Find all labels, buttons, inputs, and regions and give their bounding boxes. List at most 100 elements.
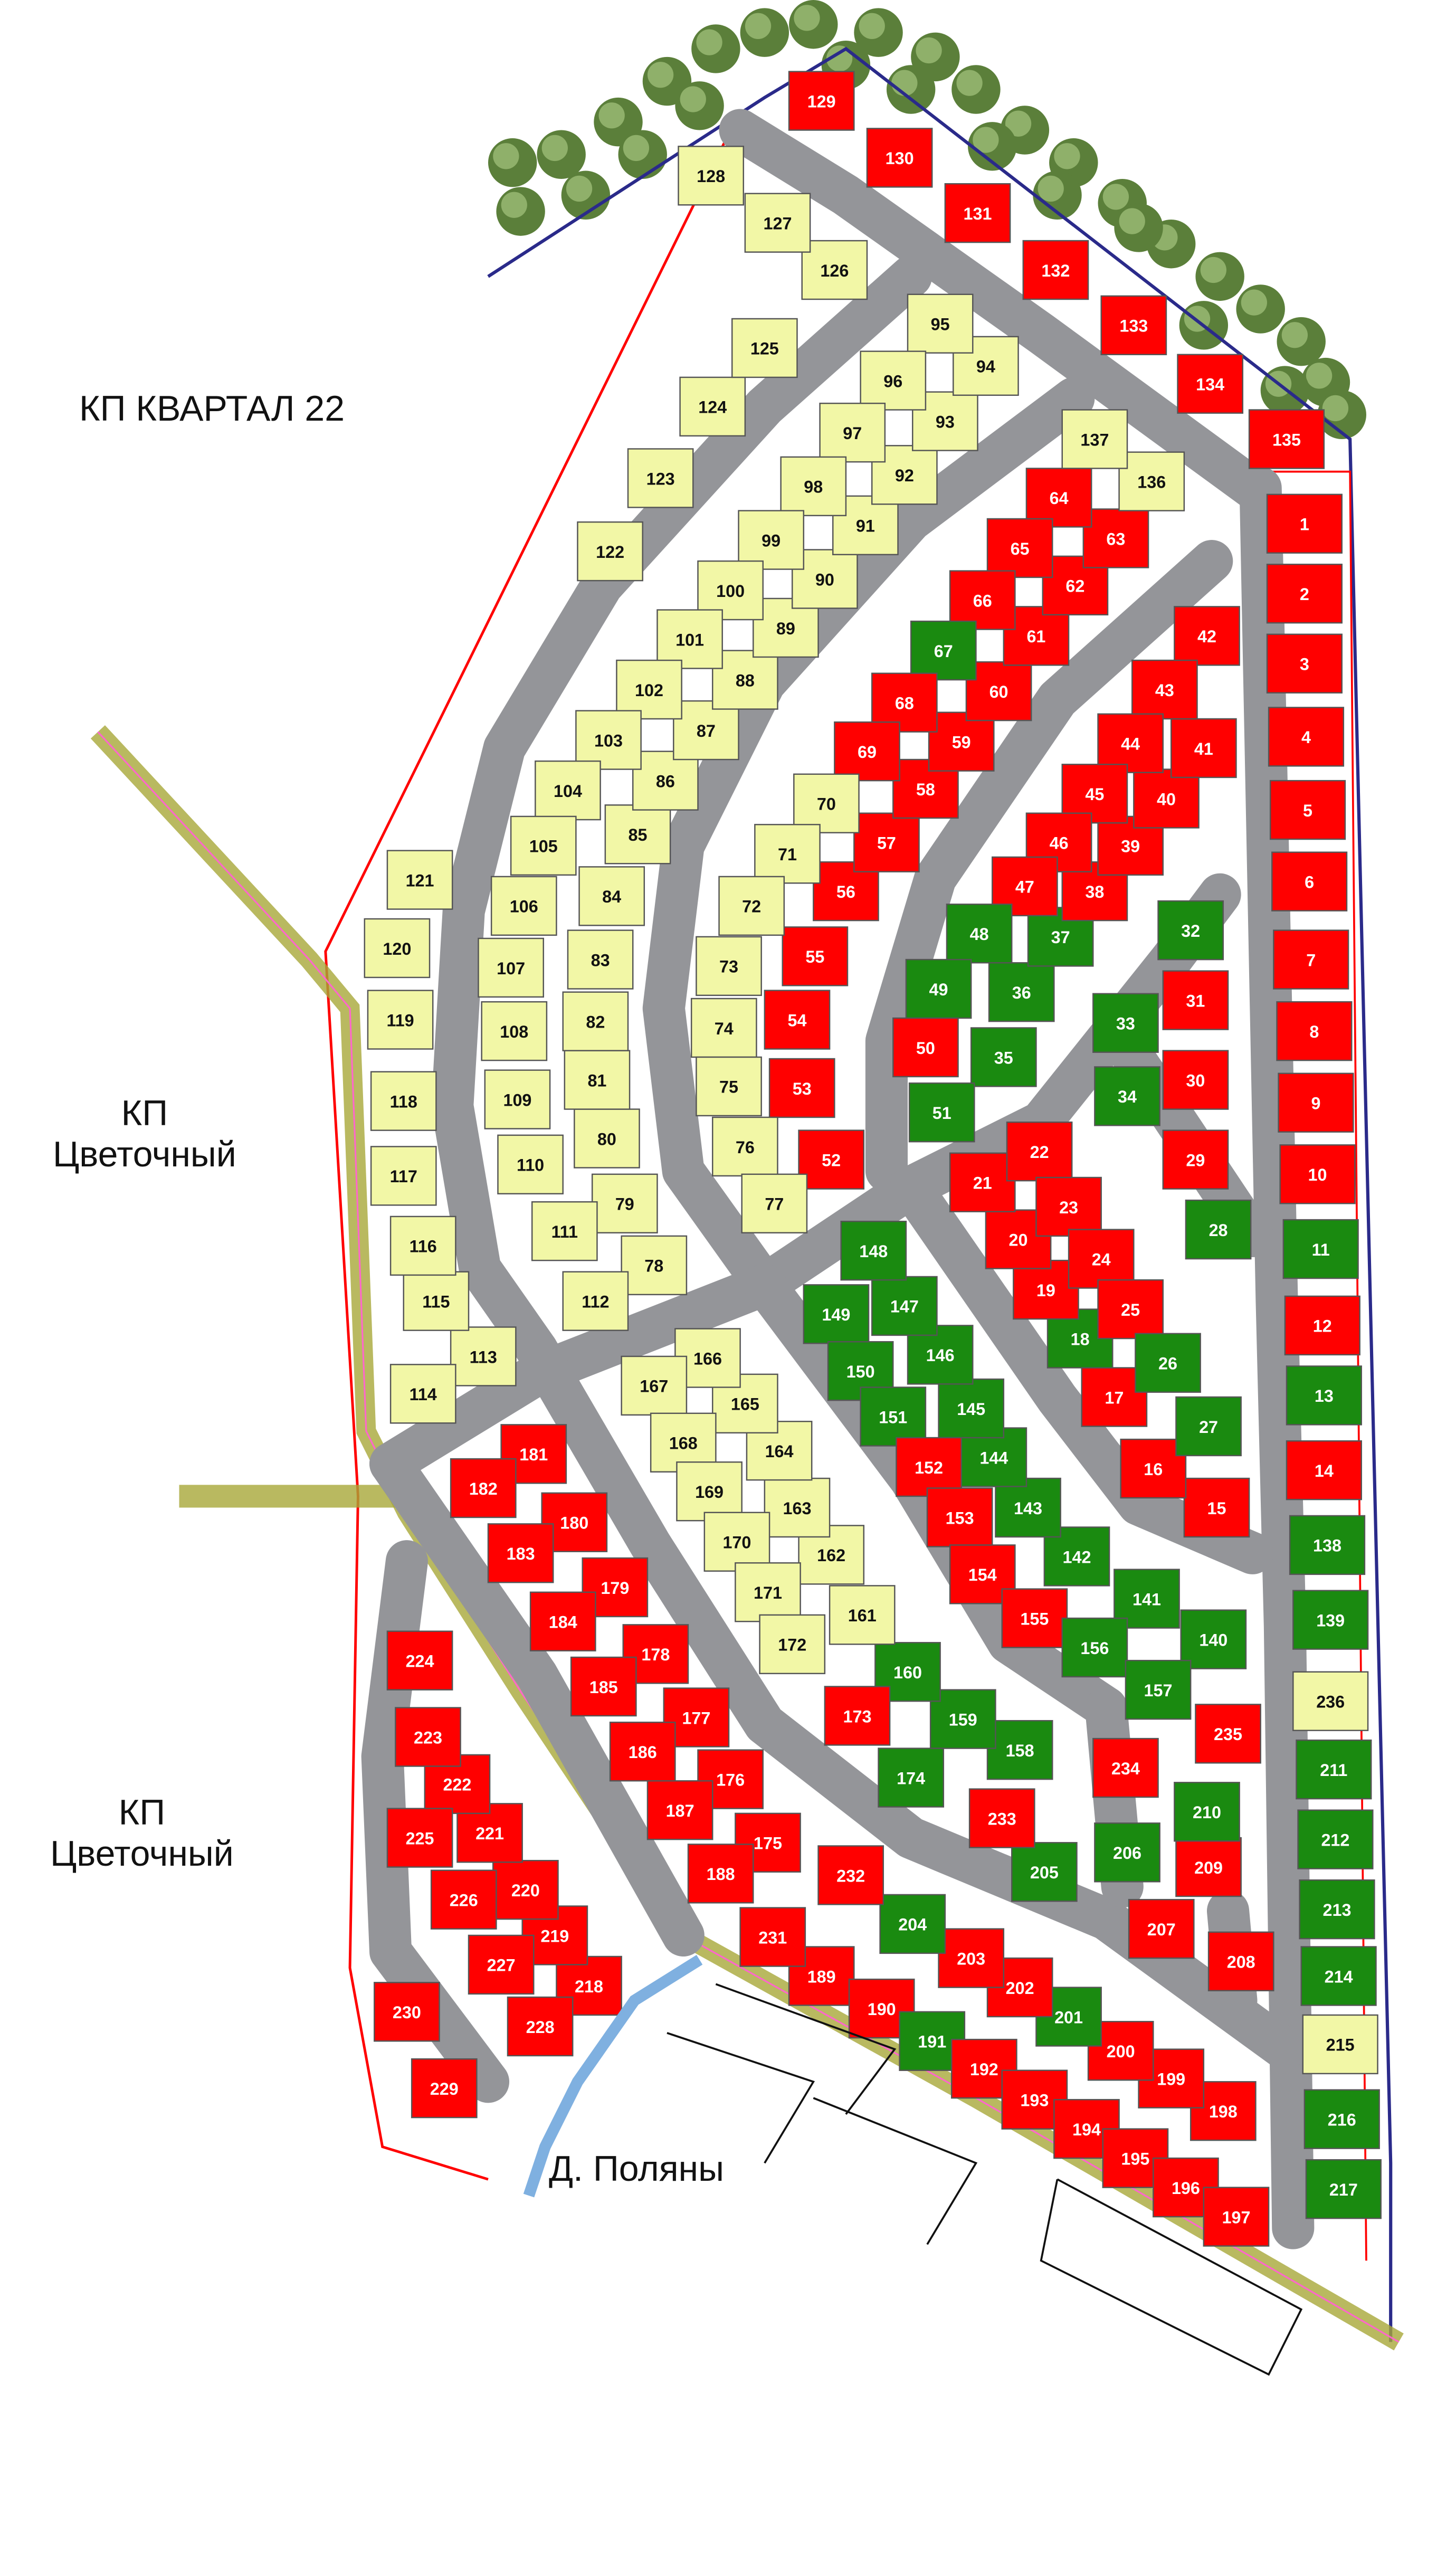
plot-220[interactable] [492,1859,559,1920]
plot-27[interactable] [1175,1396,1242,1457]
plot-87[interactable] [673,700,739,761]
plot-151[interactable] [860,1386,927,1447]
plot-106[interactable] [490,876,557,936]
plot-41[interactable] [1170,718,1237,778]
plot-85[interactable] [604,804,671,865]
plot-40[interactable] [1133,768,1200,829]
plot-59[interactable] [928,711,995,772]
plot-44[interactable] [1097,713,1164,773]
plot-80[interactable] [574,1108,640,1169]
plot-136[interactable] [1118,451,1185,511]
plot-71[interactable] [754,824,821,884]
plot-137[interactable] [1061,409,1128,469]
plot-96[interactable] [860,350,927,411]
plot-123[interactable] [627,448,694,508]
plot-97[interactable] [819,402,886,463]
plot-7[interactable] [1273,929,1349,990]
plot-42[interactable] [1174,606,1240,666]
plot-81[interactable] [564,1050,631,1110]
plot-215[interactable] [1302,2014,1378,2075]
plot-139[interactable] [1292,1590,1369,1650]
plot-124[interactable] [679,376,746,437]
plot-231[interactable] [739,1907,806,1967]
plot-161[interactable] [829,1585,896,1645]
plot-169[interactable] [676,1461,743,1522]
plot-233[interactable] [968,1788,1035,1848]
plot-236[interactable] [1292,1671,1369,1731]
plot-36[interactable] [988,962,1055,1022]
plot-11[interactable] [1282,1219,1359,1279]
plot-60[interactable] [965,661,1032,721]
plot-34[interactable] [1094,1066,1160,1126]
plot-213[interactable] [1299,1879,1375,1940]
plot-126[interactable] [801,240,868,300]
plot-138[interactable] [1289,1515,1366,1575]
plot-174[interactable] [878,1747,945,1808]
plot-30[interactable] [1162,1050,1229,1110]
plot-95[interactable] [907,293,974,354]
plot-185[interactable] [570,1656,637,1717]
plot-82[interactable] [562,991,629,1051]
plot-163[interactable] [764,1477,831,1538]
plot-159[interactable] [929,1689,996,1749]
plot-51[interactable] [908,1082,975,1143]
plot-21[interactable] [949,1152,1016,1212]
plot-226[interactable] [430,1869,497,1930]
plot-142[interactable] [1043,1526,1110,1587]
plot-101[interactable] [656,609,723,669]
plot-206[interactable] [1094,1822,1160,1883]
plot-86[interactable] [632,751,699,811]
plot-70[interactable] [793,773,860,833]
plot-3[interactable] [1266,633,1343,694]
plot-186[interactable] [609,1722,676,1782]
plot-155[interactable] [1001,1588,1068,1648]
plot-122[interactable] [577,521,643,582]
plot-83[interactable] [567,929,634,990]
plot-228[interactable] [507,1996,574,2057]
plot-103[interactable] [575,710,642,770]
plot-52[interactable] [798,1129,865,1190]
plot-88[interactable] [711,650,778,710]
plot-15[interactable] [1183,1477,1250,1538]
plot-53[interactable] [768,1058,835,1118]
plot-108[interactable] [481,1001,548,1061]
plot-43[interactable] [1131,659,1198,720]
plot-61[interactable] [1003,606,1070,666]
plot-14[interactable] [1286,1440,1362,1500]
plot-224[interactable] [386,1630,453,1690]
plot-223[interactable] [395,1707,461,1767]
plot-35[interactable] [970,1027,1037,1087]
plot-12[interactable] [1284,1295,1360,1356]
plot-74[interactable] [690,998,757,1058]
plot-205[interactable] [1011,1842,1078,1902]
plot-6[interactable] [1271,851,1348,911]
plot-158[interactable] [986,1720,1053,1780]
plot-157[interactable] [1125,1659,1192,1720]
plot-23[interactable] [1035,1176,1102,1237]
plot-116[interactable] [389,1215,456,1276]
plot-203[interactable] [938,1928,1005,1988]
plot-132[interactable] [1022,240,1089,300]
plot-2[interactable] [1266,564,1343,624]
plot-211[interactable] [1296,1739,1372,1800]
plot-33[interactable] [1092,993,1159,1053]
plot-212[interactable] [1297,1809,1374,1869]
plot-130[interactable] [866,128,933,188]
plot-76[interactable] [711,1116,778,1177]
plot-207[interactable] [1128,1898,1195,1959]
plot-127[interactable] [744,193,811,253]
plot-128[interactable] [678,146,745,206]
plot-153[interactable] [926,1487,993,1547]
plot-172[interactable] [759,1614,826,1675]
plot-24[interactable] [1068,1229,1135,1289]
plot-28[interactable] [1185,1199,1252,1260]
plot-8[interactable] [1276,1001,1353,1061]
plot-125[interactable] [731,318,798,378]
plot-110[interactable] [497,1134,564,1195]
plot-57[interactable] [853,812,920,872]
plot-64[interactable] [1025,468,1092,528]
plot-143[interactable] [995,1477,1061,1538]
plot-48[interactable] [946,904,1013,964]
plot-133[interactable] [1100,295,1167,355]
plot-49[interactable] [905,958,972,1019]
